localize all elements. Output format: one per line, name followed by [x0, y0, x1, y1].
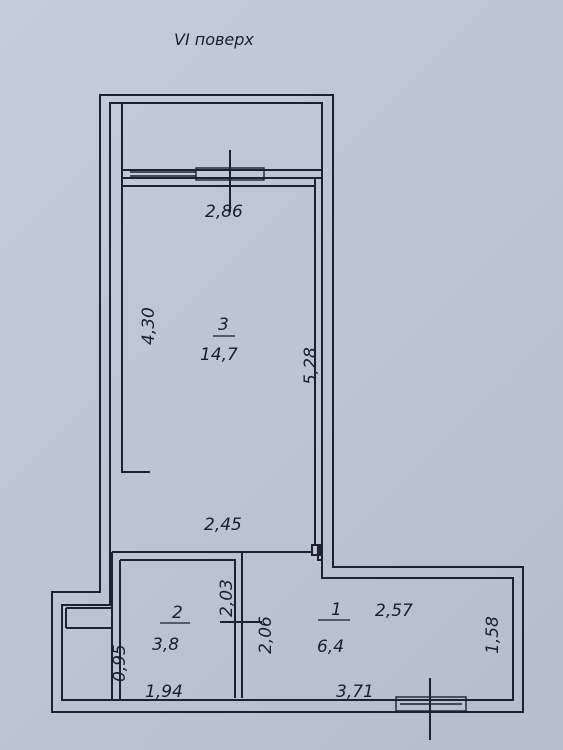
dim-room3-right: 5,28: [301, 347, 321, 385]
room-1-area: 6,4: [317, 637, 344, 657]
outer-walls: [51, 94, 524, 713]
room-3-label: 3 14,7: [200, 315, 238, 365]
dim-room2-top-inner: 2,03: [217, 579, 237, 617]
dim-room2-left: 0,95: [110, 644, 130, 682]
room-2-number: 2: [172, 603, 183, 623]
balcony: [121, 103, 323, 181]
dim-balcony-width: 2,86: [205, 202, 243, 222]
floor-title: VI поверх: [174, 30, 254, 49]
dim-room3-left: 4,30: [139, 307, 159, 345]
interior-partitions: [65, 544, 323, 700]
room-1-number: 1: [331, 600, 342, 620]
dim-room1-top: 2,57: [375, 601, 413, 621]
dim-room2-bottom: 1,94: [145, 682, 183, 702]
room-2-label: 2 3,8: [152, 603, 190, 655]
room-2-area: 3,8: [152, 635, 179, 655]
dim-room1-right: 1,58: [483, 616, 503, 654]
room-3-area: 14,7: [200, 345, 238, 365]
dim-room2-right: 2,06: [256, 616, 276, 654]
dim-room1-bottom: 3,71: [336, 682, 374, 702]
room-3-walls: [121, 178, 316, 545]
room-1-label: 1 6,4: [317, 600, 350, 657]
bottom-window: [395, 696, 467, 712]
dim-room3-bottom: 2,45: [204, 515, 242, 535]
room-3-number: 3: [218, 315, 229, 335]
axis-markers: [220, 150, 431, 740]
